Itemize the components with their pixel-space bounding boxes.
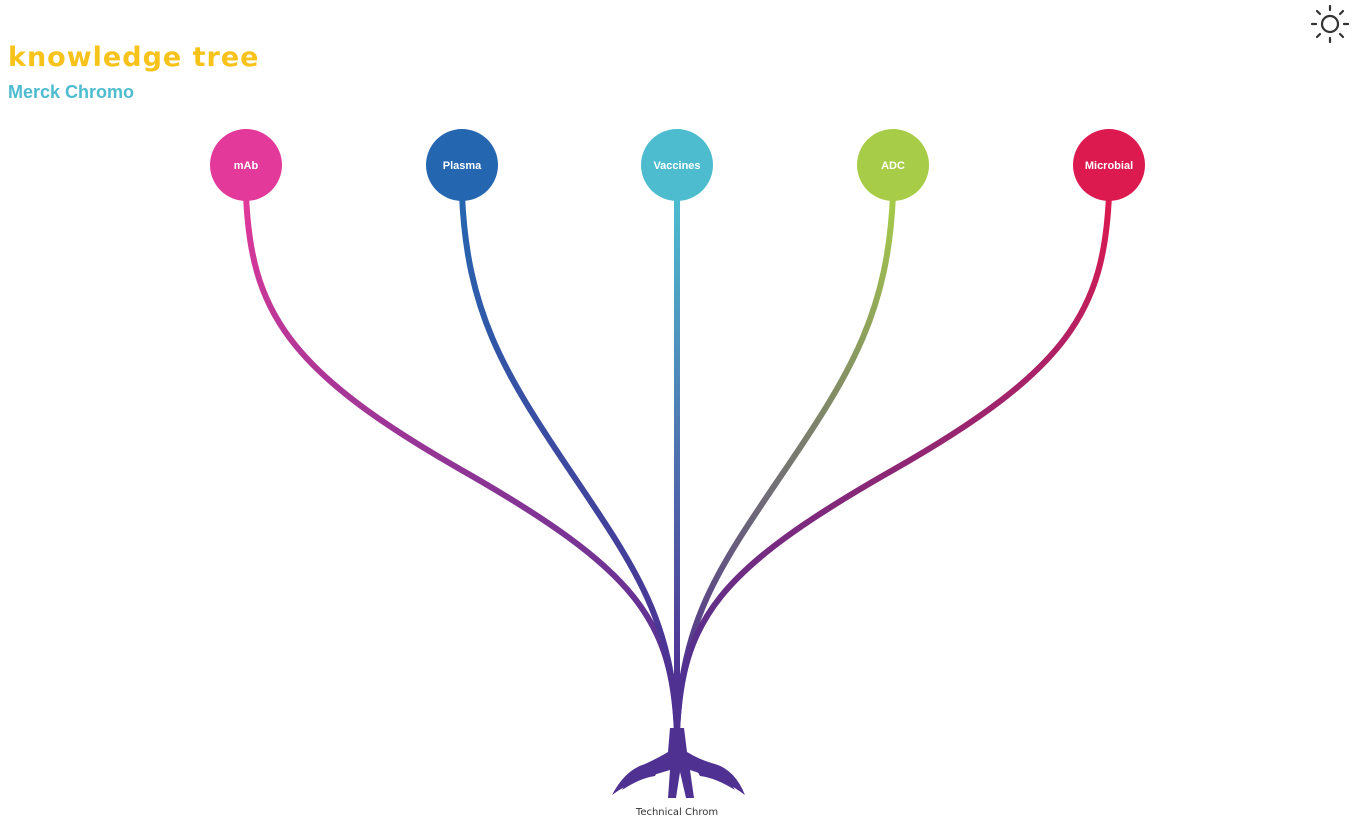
node-label: mAb [234, 160, 259, 172]
node-plasma[interactable]: Plasma [426, 129, 498, 201]
node-label: Vaccines [653, 160, 700, 172]
node-circle [641, 129, 713, 201]
node-vaccines[interactable]: Vaccines [641, 129, 713, 201]
node-label: ADC [881, 160, 905, 172]
root-label: Technical Chrom [635, 807, 718, 818]
node-circle [857, 129, 929, 201]
node-adc[interactable]: ADC [857, 129, 929, 201]
app-subtitle: Merck Chromo [8, 82, 135, 102]
node-microbial[interactable]: Microbial [1073, 129, 1145, 201]
branch-mab [243, 194, 680, 733]
node-circle [210, 129, 282, 201]
branch-plasma [459, 194, 680, 733]
branch-microbial [674, 194, 1112, 733]
node-label: Microbial [1085, 160, 1133, 172]
node-mab[interactable]: mAb [210, 129, 282, 201]
tree-roots [612, 728, 745, 798]
theme-toggle-button[interactable] [1308, 2, 1352, 46]
node-label: Plasma [443, 160, 482, 172]
node-circle [426, 129, 498, 201]
sun-icon [1310, 4, 1350, 44]
app-title: Knowledge Tree [8, 42, 260, 73]
node-circle [1073, 129, 1145, 201]
branch-adc [674, 194, 896, 733]
